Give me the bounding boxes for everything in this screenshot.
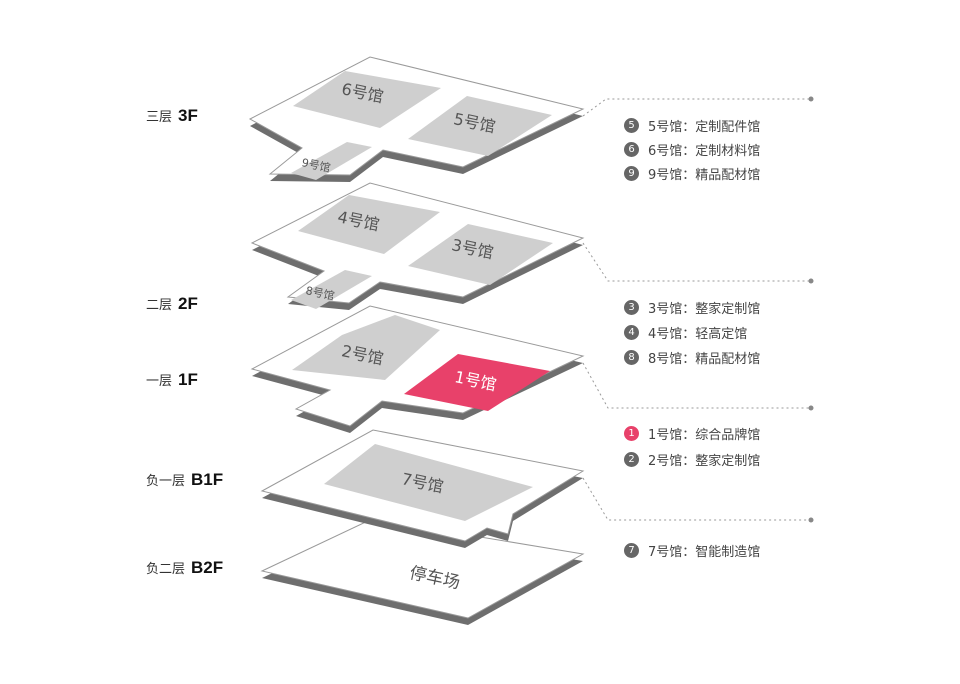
legend-number-badge: 5	[624, 118, 639, 133]
legend-colon: ：	[682, 545, 696, 560]
hall-6[interactable]	[293, 71, 441, 128]
legend-hall-desc: 智能制造馆	[695, 545, 761, 560]
legend-number-badge: 2	[624, 452, 639, 467]
hall-3[interactable]	[408, 224, 553, 285]
legend-colon: ：	[682, 428, 696, 443]
slab-B2F: 停车场	[260, 518, 585, 625]
legend-colon: ：	[682, 168, 696, 183]
legend-item-hall-6[interactable]: 6 6号馆： 定制材料馆	[624, 140, 760, 159]
floor-label-code: 2F	[178, 294, 198, 313]
legend-hall-name: 3号馆	[648, 302, 683, 317]
leader-endpoints	[808, 96, 814, 523]
legend-item-hall-1[interactable]: 1 1号馆： 综合品牌馆	[624, 424, 760, 443]
legend-hall-name: 1号馆	[648, 428, 683, 443]
legend-item-hall-8[interactable]: 8 8号馆： 精品配材馆	[624, 348, 760, 367]
legend-number-badge: 8	[624, 350, 639, 365]
hall-5[interactable]	[408, 96, 552, 156]
legend-number-badge: 1	[624, 426, 639, 441]
hall-1[interactable]	[404, 354, 550, 411]
legend-colon: ：	[682, 454, 696, 469]
legend-number-badge: 3	[624, 300, 639, 315]
legend-hall-desc: 整家定制馆	[695, 302, 761, 317]
hall-4[interactable]	[298, 195, 440, 254]
legend-colon: ：	[682, 144, 696, 159]
legend-hall-desc: 精品配材馆	[695, 352, 761, 367]
floor-label-B1F: 负一层 B1F	[146, 470, 223, 490]
slab-2F: 4号馆 3号馆 8号馆	[250, 182, 585, 310]
legend-hall-name: 7号馆	[648, 545, 683, 560]
legend-hall-name: 2号馆	[648, 454, 683, 469]
legend-colon: ：	[682, 302, 696, 317]
floor-label-code: 3F	[178, 106, 198, 125]
leader-lines	[582, 98, 810, 521]
floor-label-3F: 三层 3F	[146, 106, 198, 126]
legend-number-badge: 7	[624, 543, 639, 558]
legend-hall-name: 4号馆	[648, 327, 683, 342]
legend-item-hall-3[interactable]: 3 3号馆： 整家定制馆	[624, 298, 760, 317]
hall-8-label: 8号馆	[305, 283, 336, 303]
legend-item-hall-2[interactable]: 2 2号馆： 整家定制馆	[624, 450, 760, 469]
legend-item-hall-7[interactable]: 7 7号馆： 智能制造馆	[624, 541, 760, 560]
legend-item-hall-4[interactable]: 4 4号馆： 轻高定馆	[624, 323, 747, 342]
hall-7[interactable]	[324, 444, 533, 521]
legend-hall-name: 5号馆	[648, 120, 683, 135]
floor-label-cn: 二层	[146, 298, 173, 313]
floor-label-code: B2F	[191, 558, 224, 577]
legend-item-hall-5[interactable]: 5 5号馆： 定制配件馆	[624, 116, 760, 135]
legend-hall-name: 6号馆	[648, 144, 683, 159]
legend-hall-desc: 轻高定馆	[695, 327, 748, 342]
slab-3F: 6号馆 5号馆 9号馆	[248, 56, 585, 182]
leader-3F	[582, 98, 810, 117]
hall-2[interactable]	[292, 315, 440, 380]
legend-hall-desc: 定制材料馆	[695, 144, 761, 159]
legend-item-hall-9[interactable]: 9 9号馆： 精品配材馆	[624, 164, 760, 183]
legend-number-badge: 4	[624, 325, 639, 340]
floor-label-cn: 三层	[146, 110, 173, 125]
floor-label-code: B1F	[191, 470, 224, 489]
legend-hall-desc: 综合品牌馆	[695, 428, 761, 443]
legend-number-badge: 9	[624, 166, 639, 181]
legend-number-badge: 6	[624, 142, 639, 157]
legend-hall-name: 8号馆	[648, 352, 683, 367]
leader-2F	[582, 242, 810, 282]
hall-8[interactable]	[291, 270, 372, 309]
legend-hall-name: 9号馆	[648, 168, 683, 183]
floor-label-B2F: 负二层 B2F	[146, 558, 223, 578]
hall-9[interactable]	[291, 142, 372, 180]
slab-B1F: 7号馆	[260, 429, 585, 548]
floor-label-2F: 二层 2F	[146, 294, 198, 314]
legend-colon: ：	[682, 120, 696, 135]
floor-label-cn: 负二层	[146, 562, 186, 577]
floor-label-1F: 一层 1F	[146, 370, 198, 390]
floor-label-cn: 一层	[146, 374, 173, 389]
legend-hall-desc: 精品配材馆	[695, 168, 761, 183]
legend-colon: ：	[682, 352, 696, 367]
legend-hall-desc: 整家定制馆	[695, 454, 761, 469]
slab-1F: 2号馆 1号馆	[250, 305, 585, 433]
floor-label-cn: 负一层	[146, 474, 186, 489]
legend-colon: ：	[682, 327, 696, 342]
hall-9-label: 9号馆	[301, 155, 332, 175]
leader-1F	[582, 362, 810, 409]
legend-hall-desc: 定制配件馆	[695, 120, 761, 135]
floor-label-code: 1F	[178, 370, 198, 389]
leader-B1F	[582, 477, 810, 521]
